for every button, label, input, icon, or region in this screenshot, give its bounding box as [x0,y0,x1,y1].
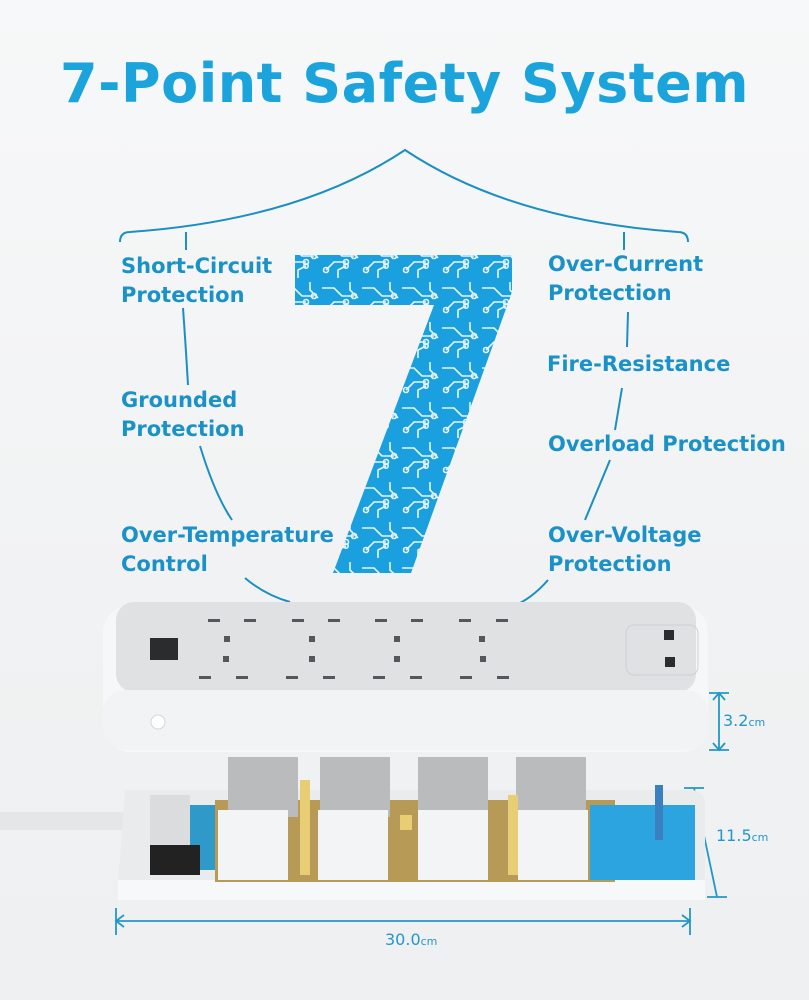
label-line: Protection [548,552,672,576]
label-line: Over-Voltage [548,523,702,547]
feature-over-current: Over-Current Protection [548,250,703,308]
label-line: Protection [548,281,672,305]
dim-unit: cm [751,831,769,844]
label-line: Short-Circuit [121,254,273,278]
height-dimension: 3.2cm [723,711,765,730]
label-line: Control [121,552,208,576]
label-line: Over-Temperature [121,523,334,547]
feature-short-circuit: Short-Circuit Protection [121,252,272,310]
label-line: Protection [121,283,245,307]
label-line: Overload Protection [548,432,786,456]
dim-value: 30.0 [385,930,421,949]
feature-grounded: Grounded Protection [121,386,245,444]
label-line: Grounded [121,388,238,412]
dim-unit: cm [748,716,766,729]
label-line: Protection [121,417,245,441]
dim-unit: cm [420,935,438,948]
label-line: Over-Current [548,252,704,276]
feature-overload: Overload Protection [548,430,786,459]
width-dimension: 30.0cm [385,930,437,949]
feature-over-temperature: Over-Temperature Control [121,521,334,579]
dim-value: 11.5 [716,826,752,845]
depth-dimension: 11.5cm [716,826,768,845]
feature-fire-resistance: Fire-Resistance [547,350,730,379]
numeral-seven [295,255,512,573]
feature-over-voltage: Over-Voltage Protection [548,521,702,579]
page-title: 7-Point Safety System [60,52,749,115]
dim-value: 3.2 [723,711,749,730]
label-line: Fire-Resistance [547,352,731,376]
